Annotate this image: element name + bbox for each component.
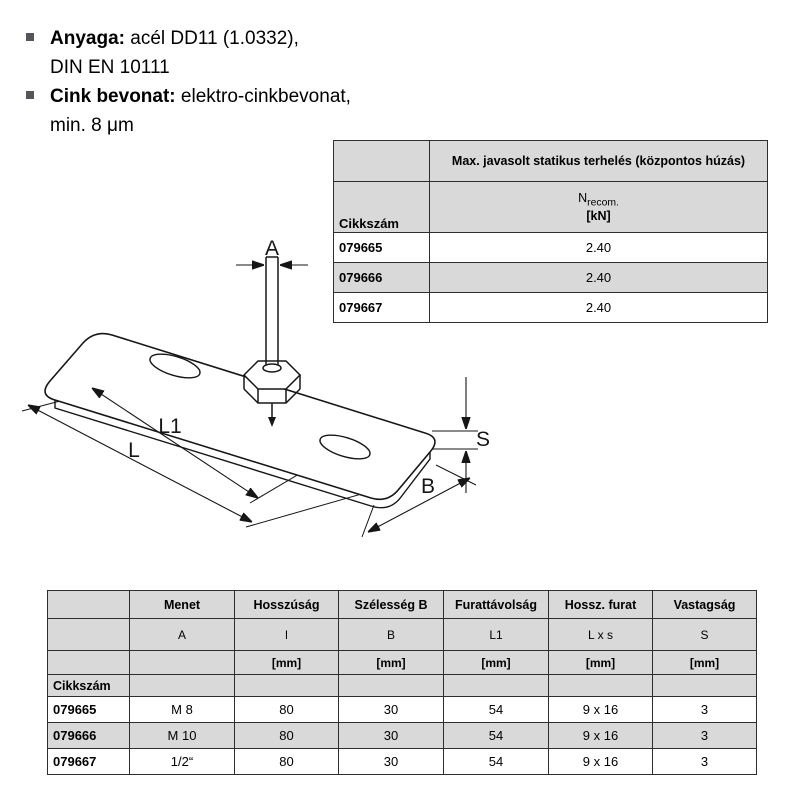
dimension-lines bbox=[28, 265, 470, 532]
col-symbol: L1 bbox=[443, 618, 549, 651]
bullet-text-line2: min. 8 μm bbox=[50, 115, 134, 136]
technical-drawing: A L1 L S B bbox=[21, 237, 490, 538]
unit-symbol: N bbox=[578, 191, 588, 206]
value-cell: 30 bbox=[338, 722, 444, 749]
value-cell: 9 x 16 bbox=[548, 722, 653, 749]
load-table-corner-cell bbox=[333, 140, 430, 182]
col-header: Vastagság bbox=[652, 590, 757, 619]
value-cell: 80 bbox=[234, 722, 339, 749]
empty-cell bbox=[47, 650, 130, 675]
col-header: Menet bbox=[129, 590, 235, 619]
col-symbol: A bbox=[129, 618, 235, 651]
bullet-square-icon bbox=[26, 91, 34, 99]
dim-label-s: S bbox=[476, 428, 490, 451]
col-symbol: l bbox=[234, 618, 339, 651]
cikkszam-row: Cikkszám bbox=[47, 674, 757, 697]
empty-cell bbox=[129, 674, 235, 697]
slot-hole-left bbox=[149, 353, 201, 379]
material-bullet-list: Anyaga: acél DD11 (1.0332), DIN EN 10111… bbox=[26, 24, 456, 140]
col-symbol: L x s bbox=[548, 618, 653, 651]
col-header: Hosszúság bbox=[234, 590, 339, 619]
value-cell: 9 x 16 bbox=[548, 748, 653, 775]
dim-label-l1: L1 bbox=[158, 415, 181, 438]
empty-cell bbox=[47, 590, 130, 619]
value-cell: 2.40 bbox=[429, 292, 768, 323]
sku-cell: 079667 bbox=[333, 292, 430, 323]
col-unit: [mm] bbox=[548, 650, 653, 675]
bullet-label: Cink bevonat: bbox=[50, 86, 176, 107]
value-cell: M 8 bbox=[129, 696, 235, 723]
col-unit: [mm] bbox=[443, 650, 549, 675]
header-row-symbols: A l B L1 L x s S bbox=[47, 618, 757, 651]
load-table-cikkszam-header: Cikkszám bbox=[333, 181, 430, 233]
dim-label-l: L bbox=[128, 439, 140, 462]
slot-hole-right bbox=[319, 434, 371, 460]
col-unit bbox=[129, 650, 235, 675]
value-cell: 3 bbox=[652, 748, 757, 775]
value-cell: 2.40 bbox=[429, 232, 768, 263]
empty-cell bbox=[548, 674, 653, 697]
header-row-names: Menet Hosszúság Szélesség B Furattávolsá… bbox=[47, 590, 757, 619]
value-cell: 54 bbox=[443, 722, 549, 749]
value-cell: 2.40 bbox=[429, 262, 768, 293]
value-cell: 54 bbox=[443, 696, 549, 723]
col-header: Szélesség B bbox=[338, 590, 444, 619]
header-row-units: [mm] [mm] [mm] [mm] [mm] bbox=[47, 650, 757, 675]
col-unit: [mm] bbox=[652, 650, 757, 675]
plate-outline bbox=[44, 332, 436, 501]
load-table-title: Max. javasolt statikus terhelés (központ… bbox=[429, 140, 768, 182]
empty-cell bbox=[443, 674, 549, 697]
sku-cell: 079665 bbox=[47, 696, 130, 723]
col-unit: [mm] bbox=[338, 650, 444, 675]
table-row: 079665 M 8 80 30 54 9 x 16 3 bbox=[47, 696, 757, 723]
value-cell: 1/2“ bbox=[129, 748, 235, 775]
value-cell: 30 bbox=[338, 748, 444, 775]
value-cell: 9 x 16 bbox=[548, 696, 653, 723]
empty-cell bbox=[338, 674, 444, 697]
table-row: 079666 2.40 bbox=[333, 262, 768, 293]
bullet-label: Anyaga: bbox=[50, 28, 125, 49]
list-item: Anyaga: acél DD11 (1.0332), DIN EN 10111 bbox=[26, 24, 456, 82]
value-cell: M 10 bbox=[129, 722, 235, 749]
unit-subscript: recom. bbox=[587, 197, 619, 209]
bullet-text-line2: DIN EN 10111 bbox=[50, 57, 170, 78]
value-cell: 3 bbox=[652, 696, 757, 723]
col-header: Furattávolság bbox=[443, 590, 549, 619]
col-symbol: B bbox=[338, 618, 444, 651]
rod-tip bbox=[268, 417, 276, 427]
table-row: 079666 M 10 80 30 54 9 x 16 3 bbox=[47, 722, 757, 749]
empty-cell bbox=[652, 674, 757, 697]
sku-cell: 079665 bbox=[333, 232, 430, 263]
sku-cell: 079666 bbox=[47, 722, 130, 749]
value-cell: 80 bbox=[234, 748, 339, 775]
table-row: 079667 1/2“ 80 30 54 9 x 16 3 bbox=[47, 748, 757, 775]
bullet-square-icon bbox=[26, 33, 34, 41]
col-unit: [mm] bbox=[234, 650, 339, 675]
col-header: Hossz. furat bbox=[548, 590, 653, 619]
load-table-unit-header: Nrecom. [kN] bbox=[429, 181, 768, 233]
cikkszam-label: Cikkszám bbox=[47, 674, 130, 697]
empty-cell bbox=[47, 618, 130, 651]
value-cell: 30 bbox=[338, 696, 444, 723]
bullet-text: elektro-cinkbevonat, bbox=[180, 86, 351, 107]
dim-label-b: B bbox=[421, 475, 435, 498]
empty-cell bbox=[234, 674, 339, 697]
value-cell: 3 bbox=[652, 722, 757, 749]
dimension-table: Menet Hosszúság Szélesség B Furattávolsá… bbox=[47, 590, 757, 775]
dim-label-a: A bbox=[265, 237, 279, 260]
sku-cell: 079667 bbox=[47, 748, 130, 775]
unit-bracket: [kN] bbox=[586, 208, 611, 223]
bullet-text: acél DD11 (1.0332), bbox=[130, 28, 299, 49]
value-cell: 80 bbox=[234, 696, 339, 723]
col-symbol: S bbox=[652, 618, 757, 651]
threaded-rod bbox=[265, 256, 279, 417]
load-table: Max. javasolt statikus terhelés (központ… bbox=[333, 140, 768, 323]
list-item: Cink bevonat: elektro-cinkbevonat, min. … bbox=[26, 82, 456, 140]
table-row: 079665 2.40 bbox=[333, 232, 768, 263]
value-cell: 54 bbox=[443, 748, 549, 775]
table-row: 079667 2.40 bbox=[333, 292, 768, 323]
